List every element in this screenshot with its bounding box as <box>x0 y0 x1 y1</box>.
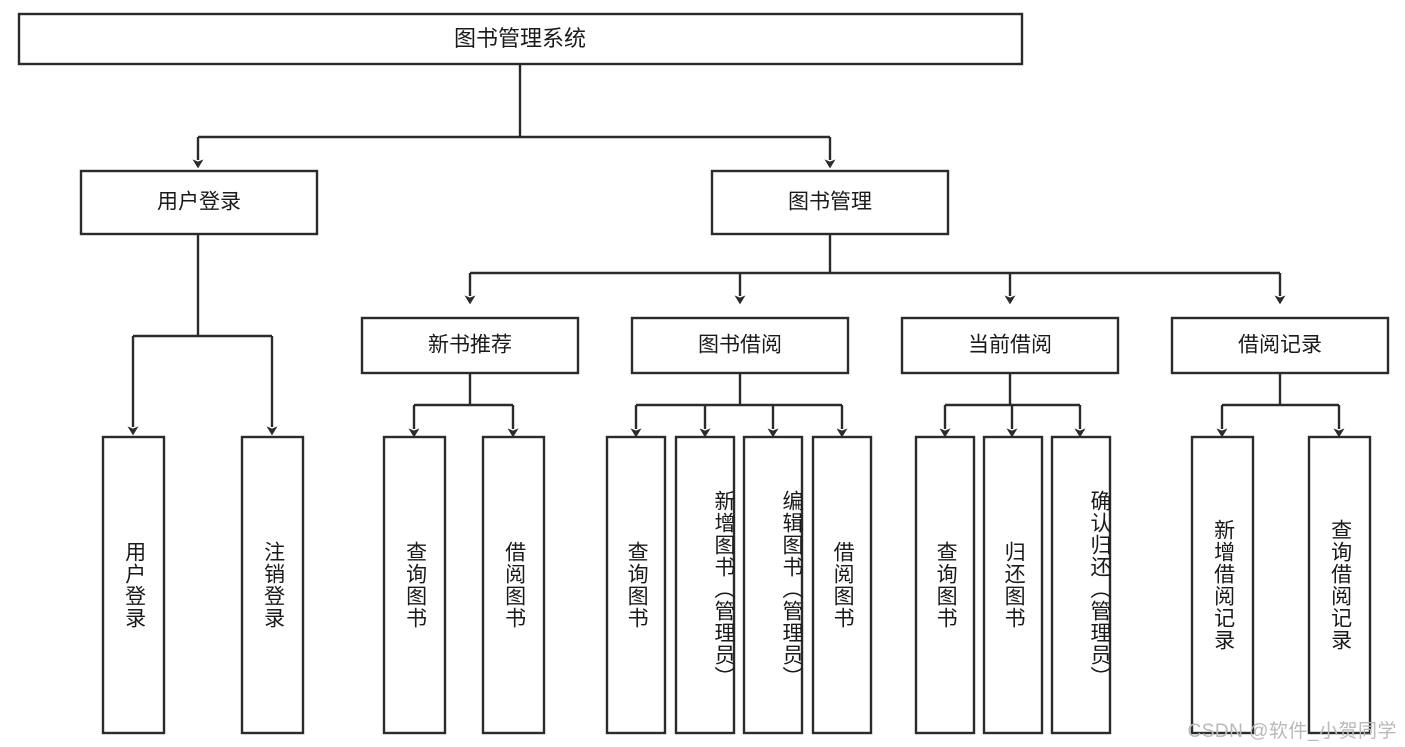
node-new-book-recommend-label: 新书推荐 <box>428 334 512 357</box>
leaf-box-user-login-login[interactable] <box>101 435 166 735</box>
connector-userlogin-to-leaves <box>127 235 278 436</box>
leaf-box-current-return[interactable] <box>982 435 1044 735</box>
leaf-box-record-add[interactable] <box>1190 435 1255 735</box>
connector-borrowrecord-to-leaves <box>1216 373 1345 438</box>
leaf-box-record-query[interactable] <box>1307 435 1372 735</box>
node-book-borrow-label: 图书借阅 <box>698 334 782 357</box>
node-new-book-recommend[interactable]: 新书推荐 <box>360 316 580 375</box>
csdn-watermark: CSDN @软件_小贺同学 <box>1187 721 1397 742</box>
leaf-box-current-confirm[interactable] <box>1050 435 1112 735</box>
node-current-borrow[interactable]: 当前借阅 <box>900 316 1120 375</box>
leaf-box-current-query[interactable] <box>914 435 976 735</box>
node-current-borrow-label: 当前借阅 <box>968 334 1052 357</box>
node-user-login-label: 用户登录 <box>157 191 241 214</box>
connector-bookborrow-to-leaves <box>630 373 848 438</box>
node-user-login[interactable]: 用户登录 <box>79 169 319 236</box>
node-borrow-record-label: 借阅记录 <box>1238 334 1322 357</box>
node-book-management-label: 图书管理 <box>788 191 872 214</box>
connector-currentborrow-to-leaves <box>939 373 1086 438</box>
node-borrow-record[interactable]: 借阅记录 <box>1170 316 1390 375</box>
node-book-management[interactable]: 图书管理 <box>710 169 950 236</box>
leaf-box-user-login-logout[interactable] <box>240 435 305 735</box>
node-root-label: 图书管理系统 <box>454 26 586 51</box>
leaf-box-borrow-lend[interactable] <box>811 435 873 735</box>
connector-root-to-level2 <box>192 64 836 169</box>
leaf-box-borrow-query[interactable] <box>605 435 667 735</box>
node-book-borrow[interactable]: 图书借阅 <box>630 316 850 375</box>
leaf-box-borrow-add[interactable] <box>674 435 736 735</box>
leaf-box-newbook-query[interactable] <box>382 435 447 735</box>
connector-bookmgmt-to-level3 <box>464 235 1286 305</box>
leaf-box-borrow-edit[interactable] <box>742 435 804 735</box>
node-root[interactable]: 图书管理系统 <box>17 12 1024 66</box>
leaf-box-newbook-borrow[interactable] <box>481 435 546 735</box>
connector-newbook-to-leaves <box>408 373 519 438</box>
